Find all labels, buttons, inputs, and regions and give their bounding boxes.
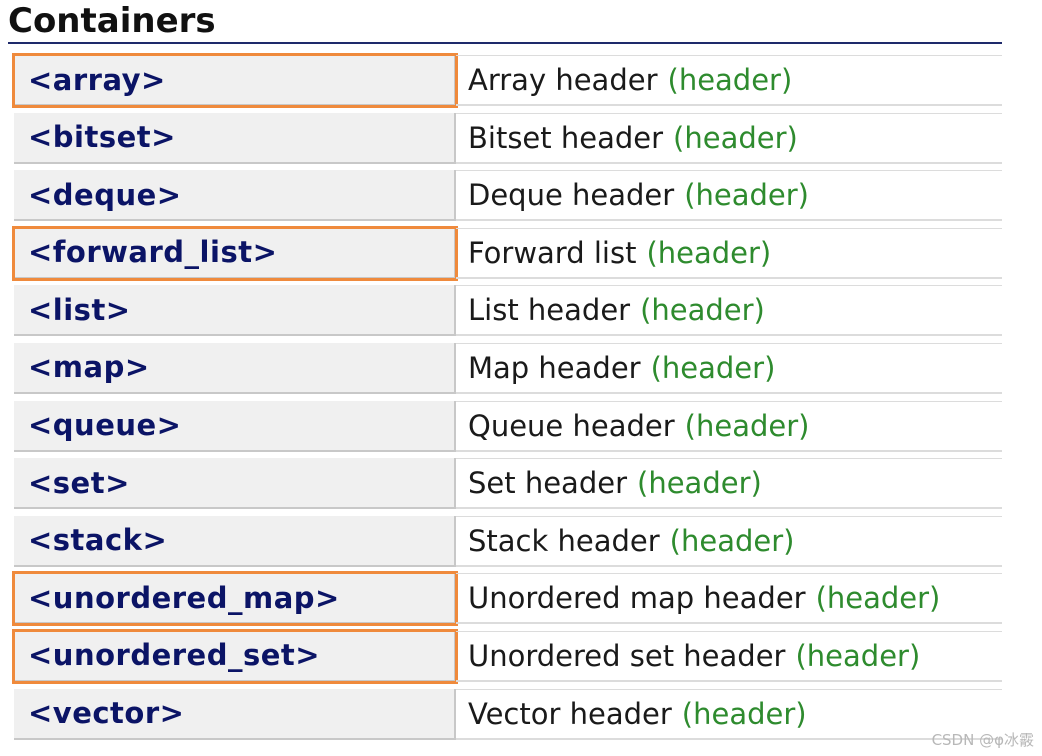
table-row: <forward_list> Forward list (header) [12, 225, 1002, 281]
table-row: <set> Set header (header) [14, 458, 1002, 510]
header-link[interactable]: <map> [28, 350, 150, 385]
header-description-cell: Array header (header) [456, 55, 1002, 106]
header-name-cell: <unordered_map> [12, 571, 458, 627]
header-name-cell: <array> [12, 53, 458, 108]
header-tag: (header) [650, 350, 776, 385]
header-link[interactable]: <unordered_set> [28, 638, 321, 673]
header-tag: (header) [673, 120, 798, 155]
header-description-cell: Vector header (header) [456, 688, 1002, 740]
header-tag: (header) [684, 408, 810, 443]
header-name-cell: <bitset> [14, 112, 456, 164]
page-title: Containers [8, 1, 216, 41]
header-tag: (header) [646, 235, 772, 270]
header-name-cell: <vector> [14, 688, 456, 740]
table-row: <map> Map header (header) [14, 342, 1002, 394]
header-name-cell: <queue> [14, 400, 456, 452]
header-name-cell: <forward_list> [12, 225, 458, 281]
table-row: <vector> Vector header (header) [14, 688, 1002, 740]
header-description: Forward list [468, 235, 637, 270]
header-description: Unordered map header [468, 581, 806, 616]
header-link[interactable]: <deque> [28, 177, 182, 212]
header-description: Array header [468, 63, 658, 97]
table-row: <list> List header (header) [14, 285, 1002, 337]
header-description-cell: Stack header (header) [456, 515, 1002, 567]
table-row: <bitset> Bitset header (header) [14, 112, 1002, 164]
header-tag: (header) [667, 63, 793, 97]
header-link[interactable]: <queue> [28, 408, 182, 443]
header-description-cell: List header (header) [456, 285, 1002, 337]
header-name-cell: <deque> [14, 170, 456, 222]
header-description: Vector header [468, 696, 672, 731]
header-description-cell: Deque header (header) [456, 170, 1002, 222]
table-row: <deque> Deque header (header) [14, 170, 1002, 222]
header-description-cell: Queue header (header) [456, 400, 1002, 452]
header-description: Map header [468, 350, 641, 385]
header-link[interactable]: <list> [28, 292, 131, 327]
table-row: <queue> Queue header (header) [14, 400, 1002, 452]
header-description: Bitset header [468, 120, 664, 155]
title-divider [8, 42, 1002, 44]
header-link[interactable]: <vector> [28, 696, 185, 731]
header-name-cell: <list> [14, 285, 456, 337]
watermark: CSDN @φ冰霰 [931, 731, 1034, 749]
containers-table: <array> Array header (header) <bitset> Bi… [12, 53, 1002, 746]
header-link[interactable]: <bitset> [28, 120, 176, 155]
header-description: Queue header [468, 408, 675, 443]
header-tag: (header) [684, 178, 809, 213]
header-tag: (header) [669, 523, 795, 558]
header-tag: (header) [640, 293, 765, 328]
header-description-cell: Map header (header) [456, 342, 1002, 394]
header-description-cell: Bitset header (header) [456, 112, 1002, 164]
header-description: Unordered set header [468, 638, 786, 673]
table-row: <unordered_map> Unordered map header (hea… [12, 571, 1002, 627]
header-name-cell: <stack> [14, 515, 456, 567]
header-link[interactable]: <set> [28, 465, 130, 500]
header-name-cell: <set> [14, 458, 456, 510]
table-row: <stack> Stack header (header) [14, 515, 1002, 567]
header-tag: (header) [681, 696, 807, 731]
table-row: <unordered_set> Unordered set header (hea… [12, 628, 1002, 684]
header-tag: (header) [795, 638, 921, 673]
header-description-cell: Forward list (header) [456, 227, 1002, 279]
header-name-cell: <unordered_set> [12, 628, 458, 684]
header-name-cell: <map> [14, 342, 456, 394]
header-link[interactable]: <array> [28, 62, 166, 97]
header-description: Stack header [468, 523, 660, 558]
header-tag: (header) [815, 581, 941, 616]
header-link[interactable]: <forward_list> [28, 235, 278, 270]
header-tag: (header) [637, 466, 762, 501]
header-description-cell: Unordered set header (header) [456, 630, 1002, 682]
header-link[interactable]: <stack> [28, 523, 168, 558]
header-description: Deque header [468, 178, 675, 213]
header-link[interactable]: <unordered_map> [28, 580, 340, 615]
header-description-cell: Set header (header) [456, 458, 1002, 510]
header-description: Set header [468, 466, 628, 501]
header-description: List header [468, 293, 631, 328]
header-description-cell: Unordered map header (header) [456, 573, 1002, 625]
table-row: <array> Array header (header) [12, 53, 1002, 108]
